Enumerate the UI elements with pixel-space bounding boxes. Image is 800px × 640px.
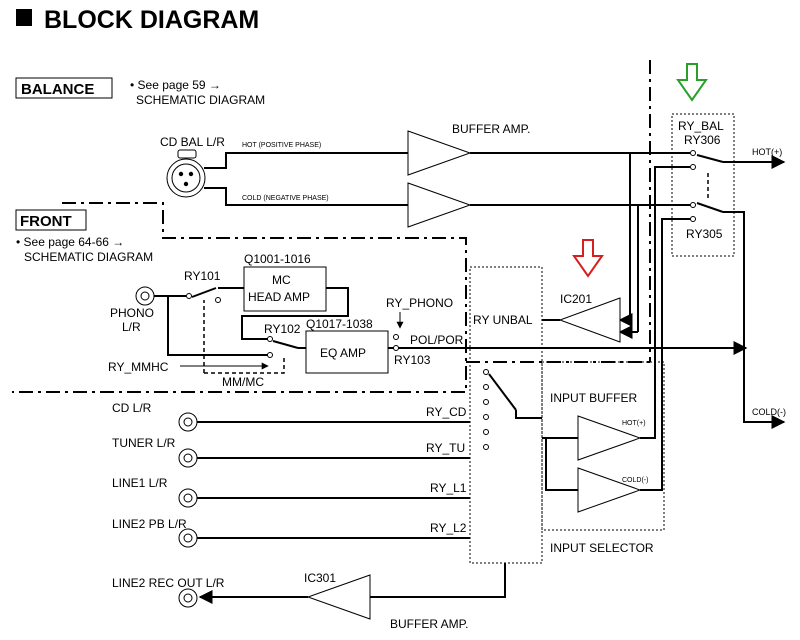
input-selector-switch [483,369,517,450]
input-line1-label: LINE1 L/R [112,476,168,490]
page-title: BLOCK DIAGRAM [44,6,259,34]
ry-mmhc-label: RY_MMHC [108,360,169,374]
cold-output-line [723,211,786,429]
balance-note-line2: SCHEMATIC DIAGRAM [136,93,265,107]
cold-phase-label: COLD (NEGATIVE PHASE) [242,195,329,202]
ry103-label: RY103 [394,353,431,367]
line2-jack-icon [178,528,198,548]
tuner-jack-icon [178,448,198,468]
input-tuner-label: TUNER L/R [112,436,176,450]
selector-to-input-buffer [515,410,542,419]
buffer-amp-bottom-label: BUFFER AMP. [390,617,468,631]
input-selector-label: INPUT SELECTOR [550,541,654,555]
input-row-line1: LINE1 L/R RY_L1 [112,476,470,508]
ry102-control-link [204,358,285,374]
eq-amp-label: EQ AMP [320,346,366,360]
ry102-switch [267,336,299,358]
ic301-amp [306,574,371,620]
balance-header-box [15,77,113,99]
phono-mm-bypass [167,296,268,356]
mc-head-amp-line1: MC [272,273,291,287]
ry-tu-label: RY_TU [426,441,465,455]
phono-label-line1: PHONO [110,306,154,320]
mc-head-amp-line2: HEAD AMP [248,290,310,304]
ry102-label: RY102 [264,322,301,336]
input-buffer-cold-amp [577,467,642,513]
front-header-box [15,209,87,231]
ic201-amp [558,297,621,343]
ry305-label: RY305 [686,227,723,241]
input-buffer-block [541,361,665,531]
ry-bal-block [671,113,735,257]
hot-phase-label: HOT (POSITIVE PHASE) [242,142,321,149]
hot-input-line [204,152,408,169]
phono-jack-icon [135,286,155,306]
cold-buffer-amp [407,182,472,228]
ry-cd-label: RY_CD [426,405,467,419]
rec-out-feed [370,563,506,598]
line1-jack-icon [178,488,198,508]
cd-jack-icon [178,412,198,432]
ic301-label: IC301 [304,571,336,585]
cd-bal-label: CD BAL L/R [160,135,225,149]
front-note-line2: SCHEMATIC DIAGRAM [24,250,153,264]
hot-output-label: HOT(+) [752,147,782,157]
ry-l1-label: RY_L1 [430,481,467,495]
ic201-label: IC201 [560,292,592,306]
input-buffer-hot-amp [577,415,642,461]
ry-bal-label: RY_BAL [678,119,724,133]
ry306-switch [690,150,724,170]
input-row-cd: CD L/R RY_CD [112,401,470,432]
rec-out-label: LINE2 REC OUT L/R [112,576,225,590]
input-row-line2: LINE2 PB L/R RY_L2 [112,517,470,548]
input-buffer-feed [545,438,578,491]
hot-buffer-amp [407,130,472,176]
mc-to-ry102 [241,287,349,340]
balance-note-line1: • See page 59 → [130,78,221,92]
front-note-line1: • See page 64-66 → [16,235,124,249]
xlr-connector-icon [166,149,206,198]
buffer-amp-top-label: BUFFER AMP. [452,122,530,136]
input-line2-label: LINE2 PB L/R [112,517,187,531]
ry305-switch [690,202,724,222]
input-buffer-hot-label: HOT(+) [622,420,646,427]
ry-l2-label: RY_L2 [430,521,467,535]
ry101-switch [186,287,221,303]
rec-out-jack-icon [178,588,198,608]
pol-por-label: POL/POR [410,333,464,347]
ry-phono-label: RY_PHONO [386,296,453,310]
ry103-switch [393,334,399,351]
red-arrow-icon [572,239,604,278]
input-buffer-hot-output [640,166,690,439]
green-arrow-icon [676,63,708,102]
ry306-label: RY306 [684,133,721,147]
q1017-label: Q1017-1038 [306,317,373,331]
ry101-label: RY101 [184,269,221,283]
q1001-label: Q1001-1016 [244,252,311,266]
phono-label-line2: L/R [122,320,141,334]
balance-header: BALANCE [21,81,94,98]
input-buffer-cold-output [640,218,690,491]
title-square [16,9,32,26]
front-header: FRONT [20,213,72,230]
mm-mc-label: MM/MC [222,375,264,389]
front-boundary [12,202,467,393]
input-cd-label: CD L/R [112,401,152,415]
eq-amp-box [305,330,389,374]
input-selector-block [469,266,543,564]
ry-unbal-label: RY UNBAL [473,313,533,327]
input-row-tuner: TUNER L/R RY_TU [112,436,470,468]
cold-input-line [204,187,408,206]
input-buffer-label: INPUT BUFFER [550,391,637,405]
cold-output-label: COLD(-) [752,407,786,417]
input-buffer-cold-label: COLD(-) [622,477,648,484]
